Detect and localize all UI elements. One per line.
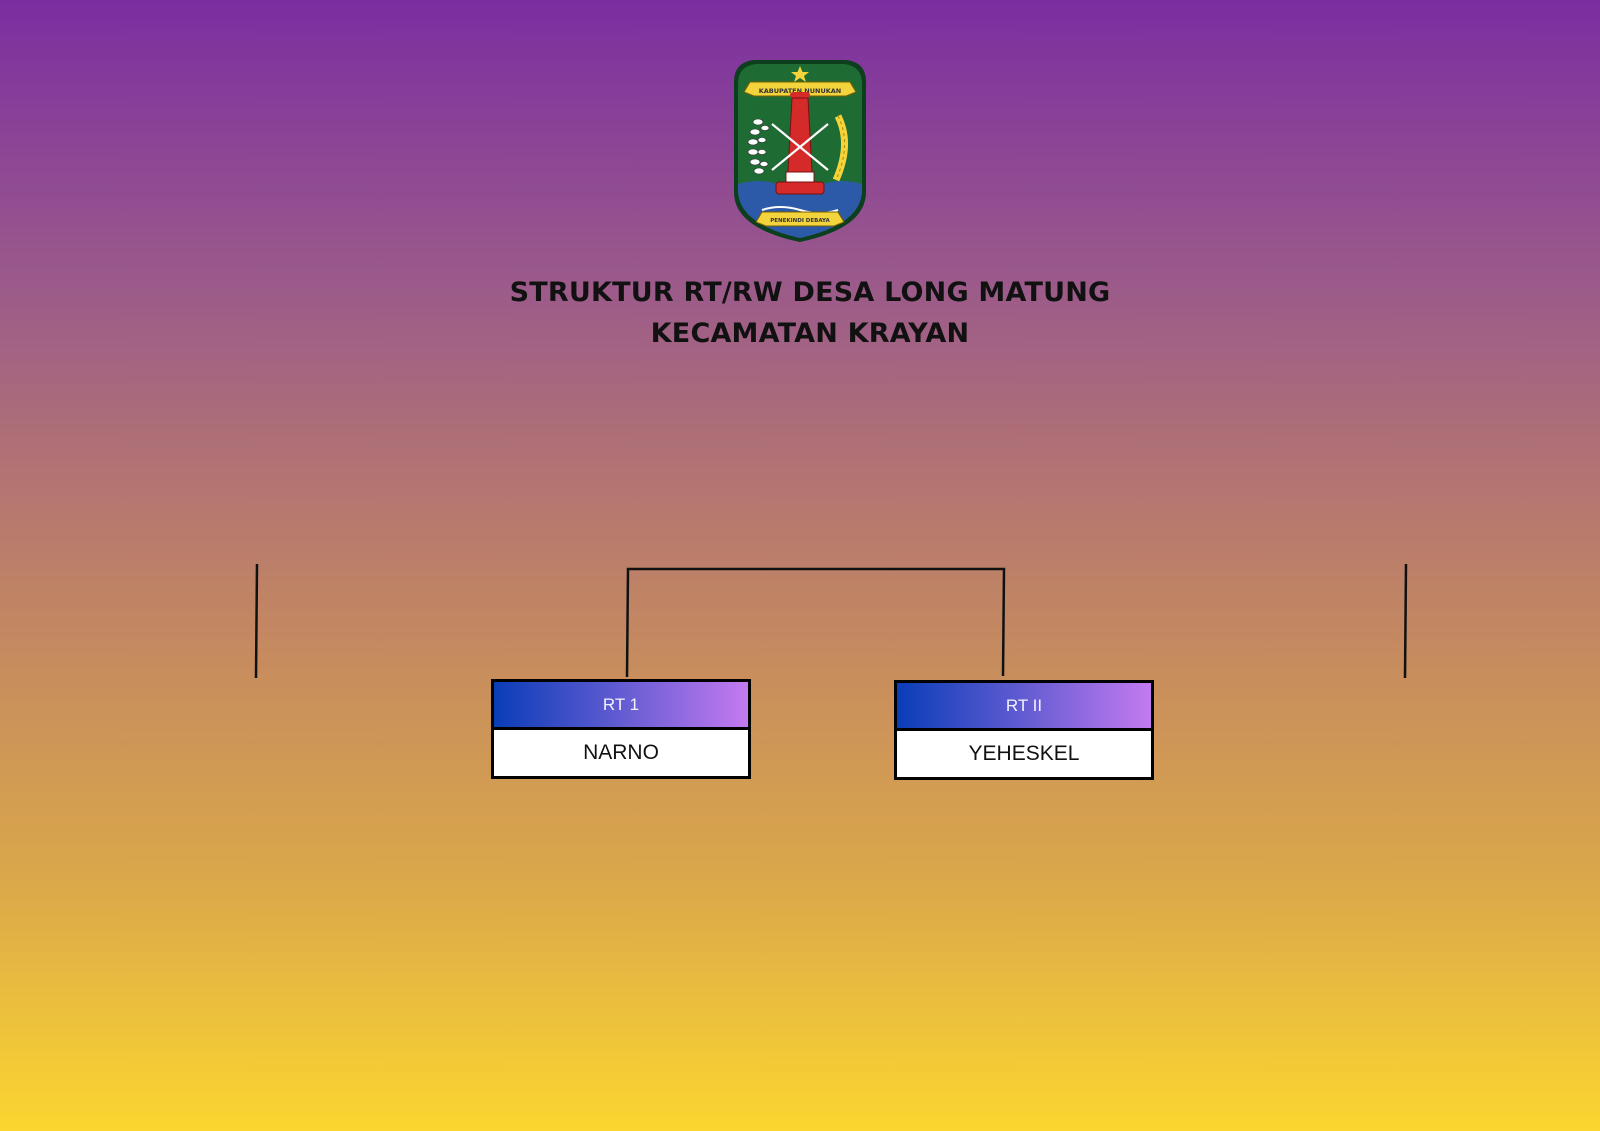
org-node-name: YEHESKEL xyxy=(968,742,1080,765)
org-node-role: RT 1 xyxy=(494,682,748,730)
org-node-role: RT II xyxy=(897,683,1151,731)
chart-title-line-1: STRUKTUR RT/RW DESA LONG MATUNG xyxy=(509,277,1111,308)
regency-coat-of-arms-icon: KABUPATEN NUNUKAN PENEKINDI DEBAYA xyxy=(734,60,866,242)
connector-right-stub xyxy=(1403,563,1408,679)
emblem-banner-bottom: PENEKINDI DEBAYA xyxy=(770,218,830,224)
connector-rt-bracket xyxy=(625,567,1006,678)
connector-left-stub xyxy=(254,563,259,679)
org-node-rt-1: RT 1 NARNO xyxy=(491,679,751,779)
emblem-banner-top: KABUPATEN NUNUKAN xyxy=(759,87,842,95)
org-node-rt-2: RT II YEHESKEL xyxy=(894,680,1154,780)
org-node-name: NARNO xyxy=(583,741,659,764)
chart-title-line-2: KECAMATAN KRAYAN xyxy=(650,318,970,349)
